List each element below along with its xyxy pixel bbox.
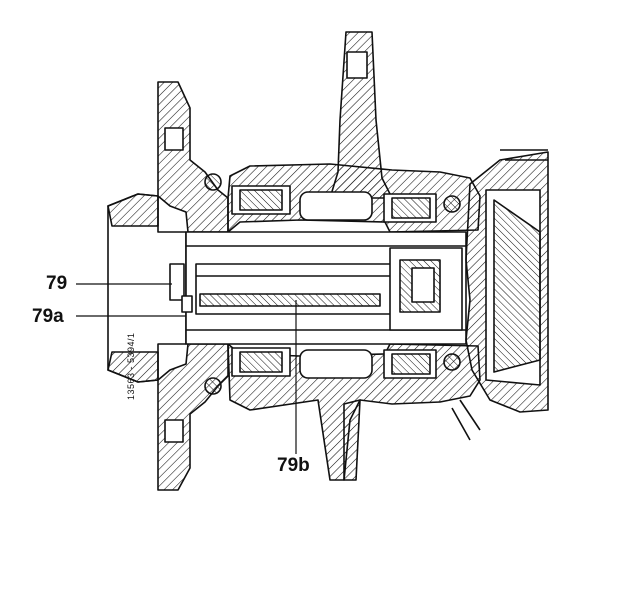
washer xyxy=(181,295,193,313)
flange-bolt-slot-top xyxy=(164,127,184,151)
spacer-upper xyxy=(299,191,373,221)
seal-bottom-right xyxy=(443,353,461,371)
bolt-head xyxy=(169,263,185,301)
splined-section xyxy=(199,293,381,307)
reference-code: 13563 - 5394/1 xyxy=(126,332,136,400)
drum-hatch xyxy=(107,193,159,227)
callout-79: 79 xyxy=(46,273,68,294)
flange-top xyxy=(157,81,229,233)
seal-bottom-left xyxy=(204,377,222,395)
flange-bolt-slot-bottom xyxy=(164,419,184,443)
flange-bottom xyxy=(157,343,229,491)
seal-top-left xyxy=(204,173,222,191)
callout-79b: 79b xyxy=(277,455,310,476)
drum-hatch-lower xyxy=(107,351,159,383)
lower-arm xyxy=(343,399,361,481)
seal-top-right xyxy=(443,195,461,213)
upper-arm-slot xyxy=(346,51,368,79)
callout-79a: 79a xyxy=(32,306,64,327)
cv-boot-lines xyxy=(451,149,548,441)
spacer-lower xyxy=(299,349,373,379)
